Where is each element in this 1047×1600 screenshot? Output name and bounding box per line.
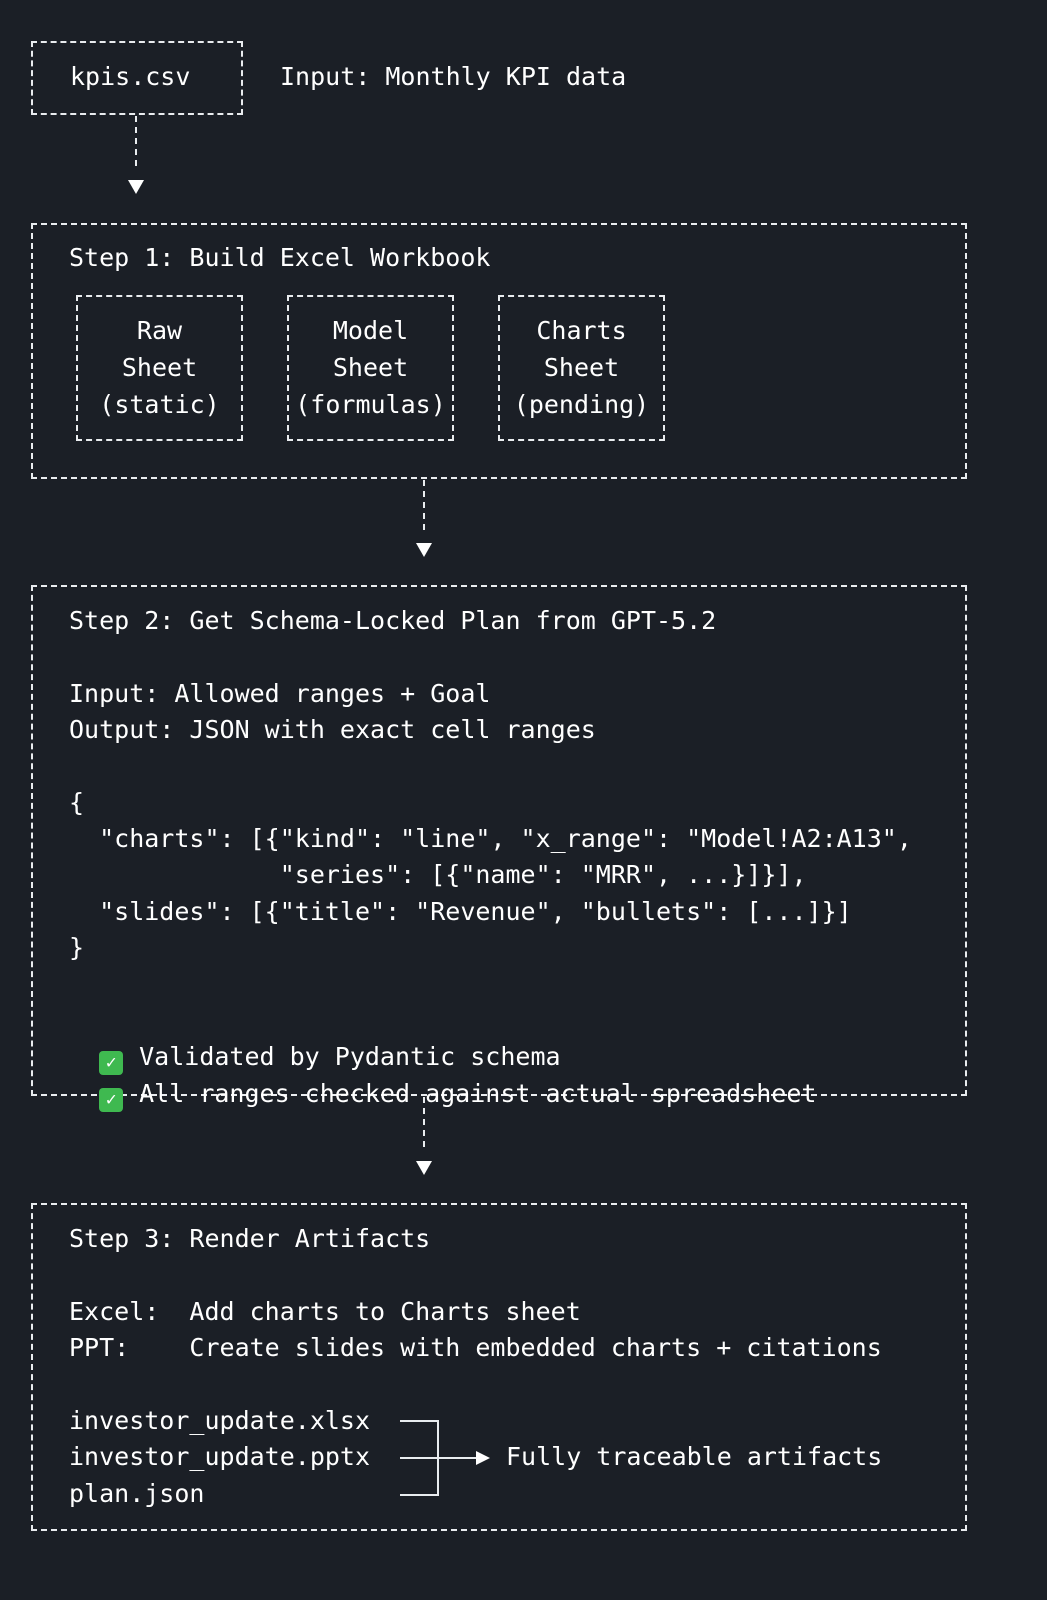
input-description: Input: Monthly KPI data (280, 62, 627, 91)
raw-sheet-line-1: Raw (136, 316, 183, 345)
step2-output-line: Output: JSON with exact cell ranges (69, 715, 596, 744)
json-line-1: { (69, 788, 85, 817)
arrow-right-icon (476, 1451, 490, 1465)
charts-sheet-box (498, 295, 665, 441)
charts-sheet-line-1: Charts (536, 316, 627, 345)
bracket-bottom (400, 1494, 439, 1496)
input-file-box (31, 41, 243, 115)
step3-title: Step 3: Render Artifacts (69, 1224, 431, 1253)
raw-sheet-line-2: Sheet (121, 353, 198, 382)
raw-sheet-box (76, 295, 243, 441)
bracket-vertical (437, 1420, 439, 1496)
artifacts-result: Fully traceable artifacts (506, 1442, 883, 1471)
json-line-4: "slides": [{"title": "Revenue", "bullets… (69, 897, 852, 926)
json-line-3: "series": [{"name": "MRR", ...}]}], (69, 860, 807, 889)
step2-input-line: Input: Allowed ranges + Goal (69, 679, 491, 708)
charts-sheet-label: Charts Sheet (pending) (498, 312, 665, 423)
connector-input-step1 (135, 116, 137, 166)
json-line-5: } (69, 933, 85, 962)
check-item-2: ✓ All ranges checked against actual sprea… (69, 1040, 816, 1112)
raw-sheet-line-3: (static) (99, 390, 220, 419)
charts-sheet-line-3: (pending) (513, 390, 650, 419)
check-item-1-text: Validated by Pydantic schema (139, 1042, 561, 1071)
check-item-1: ✓ Validated by Pydantic schema (69, 1003, 561, 1075)
check-item-2-text: All ranges checked against actual spread… (139, 1079, 817, 1108)
model-sheet-line-2: Sheet (332, 353, 409, 382)
step3-ppt-line: PPT: Create slides with embedded charts … (69, 1333, 882, 1362)
connector-step1-step2 (423, 480, 425, 530)
step1-box (31, 223, 967, 479)
step3-excel-line: Excel: Add charts to Charts sheet (69, 1297, 581, 1326)
arrow-down-icon (416, 1161, 432, 1175)
step2-title: Step 2: Get Schema-Locked Plan from GPT-… (69, 606, 717, 635)
artifact-xlsx: investor_update.xlsx (69, 1406, 371, 1435)
connector-step2-step3 (423, 1097, 425, 1147)
artifact-pptx: investor_update.pptx (69, 1442, 371, 1471)
model-sheet-box (287, 295, 454, 441)
checkmark-icon: ✓ (99, 1051, 124, 1075)
raw-sheet-label: Raw Sheet (static) (76, 312, 243, 423)
model-sheet-line-3: (formulas) (295, 390, 446, 419)
artifact-plan: plan.json (69, 1479, 205, 1508)
arrow-down-icon (128, 180, 144, 194)
step3-box (31, 1203, 967, 1531)
bracket-top (400, 1420, 439, 1422)
checkmark-icon: ✓ (99, 1088, 124, 1112)
model-sheet-label: Model Sheet (formulas) (287, 312, 454, 423)
model-sheet-line-1: Model (332, 316, 409, 345)
input-file-name: kpis.csv (70, 62, 191, 91)
arrow-down-icon (416, 543, 432, 557)
charts-sheet-line-2: Sheet (543, 353, 620, 382)
step2-box (31, 585, 967, 1096)
json-line-2: "charts": [{"kind": "line", "x_range": "… (69, 824, 912, 853)
step1-title: Step 1: Build Excel Workbook (69, 243, 491, 272)
